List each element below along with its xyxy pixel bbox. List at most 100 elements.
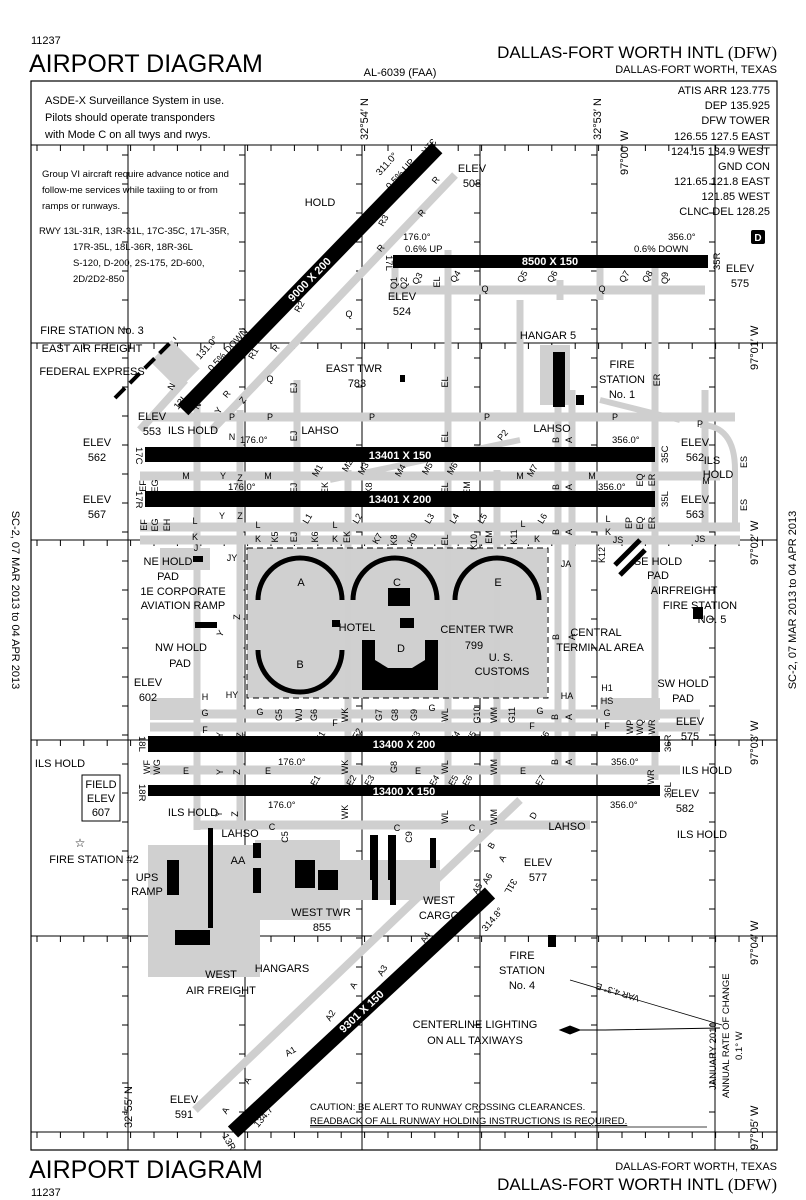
feature-label: HOLD [703, 469, 734, 481]
taxiway-label: K [255, 534, 261, 544]
asde-note: with Mode C on all twys and rwys. [44, 129, 211, 141]
taxiway-label: B [551, 529, 561, 535]
elev-value: 602 [139, 692, 157, 704]
taxiway-label: WK [340, 760, 350, 775]
taxiway-label: A2 [323, 1008, 337, 1023]
group6-note: ramps or runways. [42, 201, 120, 212]
taxiway-label: EL [432, 276, 442, 287]
taxiway-label: ER [647, 473, 657, 486]
taxiway-label: R3 [376, 213, 390, 228]
taxiway-label: Z [235, 732, 245, 738]
elev-value: 582 [676, 803, 694, 815]
runway-dims: 13401 X 200 [369, 494, 431, 506]
footer-chart-number: 11237 [31, 1187, 61, 1199]
terminal-b [255, 649, 345, 695]
taxiway-label: Z [237, 473, 243, 483]
elev-label: ELEV [681, 437, 710, 449]
notes: ASDE-X Surveillance System in use. Pilot… [39, 95, 745, 1128]
runway-end: 17C [133, 447, 144, 465]
elev-value: 591 [175, 1109, 193, 1121]
validity-right: SC-2, 07 MAR 2013 to 04 APR 2013 [787, 511, 799, 690]
runway-dims: 8500 X 150 [522, 256, 578, 268]
taxiway-label: WR [647, 719, 657, 734]
frequency-line: DFW TOWER [701, 115, 770, 127]
footer-city-state: DALLAS-FORT WORTH, TEXAS [615, 1161, 777, 1173]
taxiway-label: N [229, 432, 236, 442]
gradient: 0.6% UP [405, 244, 443, 255]
taxiway-label: P [267, 412, 273, 422]
magnetic-variation-arrow [569, 979, 723, 1026]
taxiway-label: G6 [309, 709, 319, 721]
airport-id: (DFW) [728, 43, 777, 62]
terminal-label: C [393, 577, 401, 589]
runway-13l-31r [177, 142, 443, 416]
taxiway-label: F1 [313, 729, 327, 743]
field-elev-value: 607 [92, 807, 110, 819]
taxiway-label: JY [227, 553, 238, 563]
taxiway-label: L2 [351, 512, 365, 526]
rate-of-change: JANUARY 2010 [708, 1022, 719, 1090]
longitude-label: 97°04′ W [749, 920, 761, 965]
taxiway-label: WM [489, 707, 499, 723]
taxiway-label: WJ [294, 709, 304, 722]
taxiway-label: G10 [472, 706, 482, 723]
taxiway-label: E [183, 766, 189, 776]
taxiway-label: WM [489, 759, 499, 775]
terminal-label: A [297, 577, 305, 589]
taxiway-label: ER [652, 373, 662, 386]
taxiway-label: L [332, 520, 337, 530]
taxiway-label: F4 [448, 729, 462, 743]
taxiway-label: Q3 [410, 271, 425, 286]
taxiway-label: EG [150, 479, 160, 492]
taxiway-label: A [348, 980, 360, 990]
runway-13r-31l [227, 887, 496, 1138]
latitude-label: 32°55′ N [123, 1086, 135, 1128]
elev-value: 567 [88, 509, 106, 521]
taxiway-label: L4 [448, 512, 462, 526]
feature-label: 783 [348, 378, 366, 390]
feature-label: CARGO [419, 910, 460, 922]
runway-17r-35l [145, 491, 655, 507]
taxiway-label: HA [561, 691, 574, 701]
taxiway-label: G [201, 708, 208, 718]
taxiway-label: P [229, 412, 235, 422]
frequencies: ATIS ARR 123.775 DEP 135.925 DFW TOWER 1… [671, 85, 770, 244]
taxiway-label: Y [215, 769, 225, 775]
heading: 176.0° [278, 757, 306, 768]
taxiway-label: G5 [274, 709, 284, 721]
east-tower [400, 375, 405, 382]
caution-note: READBACK OF ALL RUNWAY HOLDING INSTRUCTI… [310, 1116, 627, 1127]
taxiway-label: ES [739, 499, 749, 511]
taxiway-label: Z [232, 769, 242, 775]
taxiway-label: C9 [404, 831, 414, 843]
taxiway-label: F2 [350, 726, 364, 740]
longitude-label: 97°00′ W [619, 130, 631, 175]
runway-end: 35R [712, 252, 723, 270]
runway-18r-36l [148, 785, 660, 796]
terminal-a [255, 555, 345, 601]
runway-end: 18L [136, 736, 147, 752]
airport-name: DALLAS-FORT WORTH INTL (DFW) [497, 43, 777, 62]
runway-dims: 13400 X 150 [373, 786, 435, 798]
centerline-note: ON ALL TAXIWAYS [427, 1035, 523, 1047]
taxiway-label: G8 [390, 709, 400, 721]
taxiway-label: B [550, 759, 560, 765]
taxiway-label: EF [138, 480, 148, 492]
taxiway-label: G7 [374, 709, 384, 721]
terminal-label: B [296, 659, 303, 671]
taxiway-label: L3 [423, 512, 437, 526]
center-tower [400, 618, 414, 628]
heading: 356.0° [668, 232, 696, 243]
feature-label: FIRE [509, 950, 534, 962]
taxiway-label: L [520, 519, 525, 529]
taxiway-label: Y [220, 471, 226, 481]
chart-title: AIRPORT DIAGRAM [29, 50, 263, 78]
frequency-line: DEP 135.925 [705, 100, 770, 112]
elev-label: ELEV [524, 857, 553, 869]
feature-label: WEST [423, 895, 455, 907]
group6-note: follow-me services while taxiing to or f… [42, 185, 218, 196]
gradient: 0.6% DOWN [634, 244, 689, 255]
heading: 356.0° [611, 757, 639, 768]
taxiway-label: F6 [537, 729, 551, 743]
